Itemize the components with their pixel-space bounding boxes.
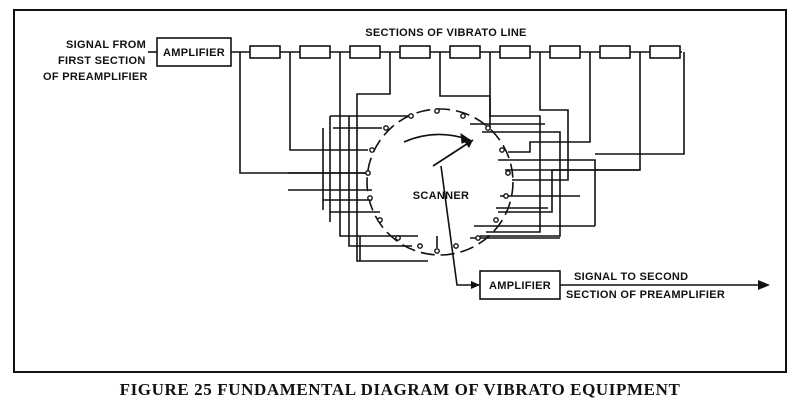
signal-in-label-line2: FIRST SECTION xyxy=(58,55,146,67)
scanner-ring xyxy=(366,108,514,256)
figure-frame xyxy=(13,9,787,373)
tap-wiring xyxy=(239,52,685,262)
rotation-arrow xyxy=(403,133,471,143)
amplifier-2-label: AMPLIFIER xyxy=(489,280,551,292)
signal-out-label-line2: SECTION OF PREAMPLIFIER xyxy=(566,289,725,301)
vibrato-section-1 xyxy=(249,45,281,59)
figure-caption: FIGURE 25 FUNDAMENTAL DIAGRAM OF VIBRATO… xyxy=(120,380,681,399)
scanner-contacts xyxy=(365,108,511,254)
vibrato-section-2 xyxy=(299,45,331,59)
output-arrow xyxy=(758,280,770,290)
vibrato-section-4 xyxy=(399,45,431,59)
vibrato-section-9 xyxy=(649,45,681,59)
vibrato-section-7 xyxy=(549,45,581,59)
vibrato-section-5 xyxy=(449,45,481,59)
signal-in-label-line1: SIGNAL FROM xyxy=(66,39,146,51)
scanner-arm xyxy=(432,139,474,167)
vibrato-line-title: SECTIONS OF VIBRATO LINE xyxy=(365,27,526,39)
vibrato-section-3 xyxy=(349,45,381,59)
signal-in-label-line3: OF PREAMPLIFIER xyxy=(43,71,148,83)
vibrato-section-6 xyxy=(499,45,531,59)
amplifier-2-box xyxy=(479,270,561,300)
vibrato-section-8 xyxy=(599,45,631,59)
vibrato-line-sections xyxy=(249,45,681,59)
signal-out-label-line1: SIGNAL TO SECOND xyxy=(574,271,688,283)
amplifier-1-label: AMPLIFIER xyxy=(163,47,225,59)
scanner-label: SCANNER xyxy=(413,190,470,202)
